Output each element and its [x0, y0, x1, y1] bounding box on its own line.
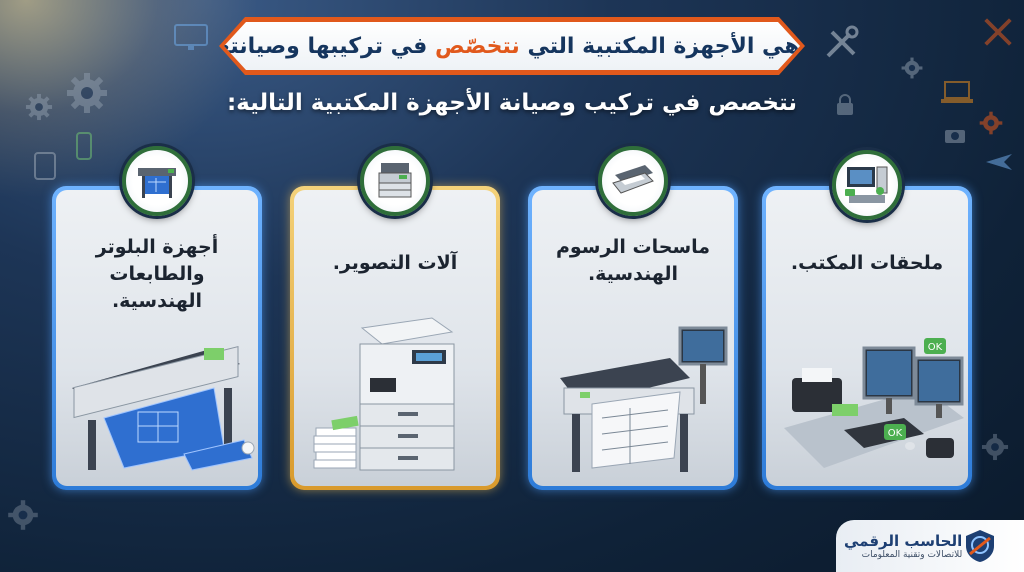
title-highlight: نتخصّص — [434, 33, 520, 59]
gear-icon — [901, 57, 923, 79]
tools-icon — [826, 25, 859, 58]
laptop-icon — [941, 81, 973, 103]
ok-badge: OK — [888, 428, 903, 439]
card-label: ماسحات الرسوم الهندسية. — [555, 236, 711, 285]
computer-icon — [832, 150, 902, 220]
gear-icon — [67, 73, 107, 113]
lock-icon — [837, 94, 853, 115]
logo-name: الحاسب الرقمي — [844, 532, 963, 550]
tablet-icon — [34, 152, 56, 180]
card-office-accessories: ملحقات المكتب. OK OK — [762, 186, 972, 490]
airplane-icon — [986, 154, 1012, 170]
phone-icon — [76, 132, 92, 160]
plotter-illustration — [72, 345, 255, 471]
monitor-icon — [174, 24, 208, 50]
photocopier-illustration — [313, 317, 455, 471]
card-label: ملحقات المكتب. — [790, 252, 944, 274]
gear-icon — [979, 111, 1003, 135]
logo-emblem-icon — [966, 530, 995, 562]
card-label: آلات التصوير. — [332, 252, 458, 274]
ok-badge: OK — [928, 342, 943, 353]
card-photocopiers: آلات التصوير. — [290, 186, 500, 490]
office-accessories-illustration: OK OK — [784, 338, 964, 468]
gear-icon — [25, 93, 53, 121]
plotter-icon — [122, 146, 192, 216]
copier-icon — [360, 146, 430, 216]
brand-logo: الحاسب الرقمي للاتصالات وتقنية المعلومات — [836, 520, 1024, 572]
engineering-scanner-illustration — [560, 326, 728, 472]
card-plotters: أجهزة البلوتر والطابعات الهندسية. — [52, 186, 262, 490]
camera-icon — [945, 130, 965, 143]
card-engineering-scanners: ماسحات الرسوم الهندسية. — [528, 186, 738, 490]
title-banner: ما هي الأجهزة المكتبية التي نتخصّص في تر… — [224, 22, 800, 70]
logo-tagline: للاتصالات وتقنية المعلومات — [861, 550, 963, 560]
page-subtitle: نتخصص في تركيب وصيانة الأجهزة المكتبية ا… — [226, 90, 797, 116]
gear-icon — [981, 433, 1009, 461]
page-title: ما هي الأجهزة المكتبية التي نتخصّص في تر… — [194, 33, 830, 59]
card-label: أجهزة البلوتر والطابعات الهندسية. — [95, 236, 219, 312]
tools-icon — [984, 18, 1012, 46]
gear-icon — [8, 500, 38, 530]
scanner-icon — [598, 146, 668, 216]
